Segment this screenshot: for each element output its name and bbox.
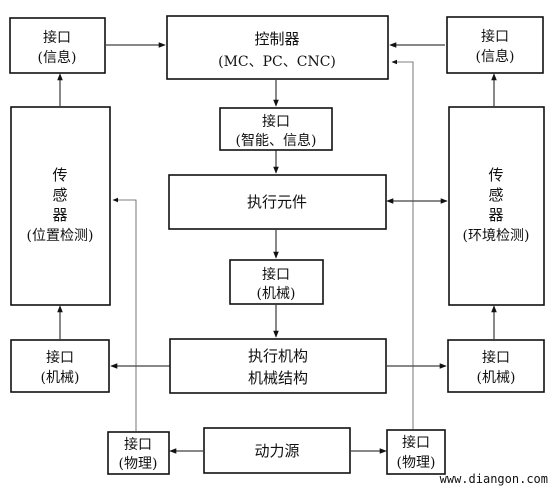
interface-phys-left-sub: (物理)	[119, 456, 158, 472]
interface-phys-left-title: 接口	[124, 436, 152, 453]
controller-sub: (MC、PC、CNC)	[218, 54, 336, 70]
watermark: www.diangon.com	[440, 472, 548, 486]
interface-smart-box: 接口 (智能、信息)	[219, 107, 333, 151]
arrow-right-phys-to-controller	[391, 59, 414, 429]
sensor-right-char-1: 传	[488, 166, 503, 184]
sensor-left-char-3: 器	[52, 206, 67, 224]
connectors	[57, 42, 497, 454]
interface-mech-right-sub: (机械)	[477, 370, 516, 386]
interface-info-right-sub: (信息)	[476, 48, 515, 65]
interface-smart-title: 接口	[262, 113, 290, 130]
controller-title: 控制器	[254, 30, 299, 48]
sensor-left-sub: (位置检测)	[27, 228, 94, 244]
power-source-label: 动力源	[254, 442, 299, 460]
mechanism-line-2: 机械结构	[248, 369, 308, 387]
interface-info-right-box: 接口 (信息)	[446, 16, 544, 74]
interface-info-left-sub: (信息)	[38, 49, 77, 66]
power-source-box: 动力源	[203, 427, 351, 474]
interface-info-right-title: 接口	[481, 28, 509, 45]
interface-mech-left-sub: (机械)	[41, 370, 80, 386]
sensor-right-char-2: 感	[488, 186, 503, 204]
interface-mech-right-title: 接口	[482, 349, 510, 366]
interface-phys-right-title: 接口	[402, 434, 430, 451]
mechanism-box: 执行机构 机械结构	[169, 338, 387, 394]
interface-mech-left-title: 接口	[46, 349, 74, 366]
interface-info-left-title: 接口	[43, 29, 71, 46]
interface-mech-center-title: 接口	[262, 266, 290, 283]
interface-mech-left-box: 接口 (机械)	[10, 339, 110, 393]
interface-phys-left-box: 接口 (物理)	[107, 431, 170, 475]
sensor-right-box: 传 感 器 (环境检测)	[448, 106, 545, 306]
interface-mech-center-sub: (机械)	[257, 286, 296, 302]
interface-info-left-box: 接口 (信息)	[9, 17, 106, 74]
interface-phys-right-sub: (物理)	[397, 455, 436, 471]
actuator-element-label: 执行元件	[247, 193, 307, 211]
sensor-left-char-1: 传	[52, 166, 67, 184]
sensor-left-box: 传 感 器 (位置检测)	[10, 106, 111, 306]
sensor-right-sub: (环境检测)	[463, 228, 530, 244]
interface-mech-center-box: 接口 (机械)	[229, 259, 324, 305]
mechanism-line-1: 执行机构	[248, 347, 308, 365]
sensor-left-char-2: 感	[52, 186, 67, 204]
arrow-left-phys-to-sensor	[112, 197, 137, 431]
interface-mech-right-box: 接口 (机械)	[447, 339, 545, 393]
actuator-element-box: 执行元件	[168, 174, 387, 230]
sensor-right-char-3: 器	[488, 206, 503, 224]
interface-smart-sub: (智能、信息)	[236, 132, 317, 149]
controller-box: 控制器 (MC、PC、CNC)	[166, 15, 389, 80]
interface-phys-right-box: 接口 (物理)	[386, 429, 446, 475]
